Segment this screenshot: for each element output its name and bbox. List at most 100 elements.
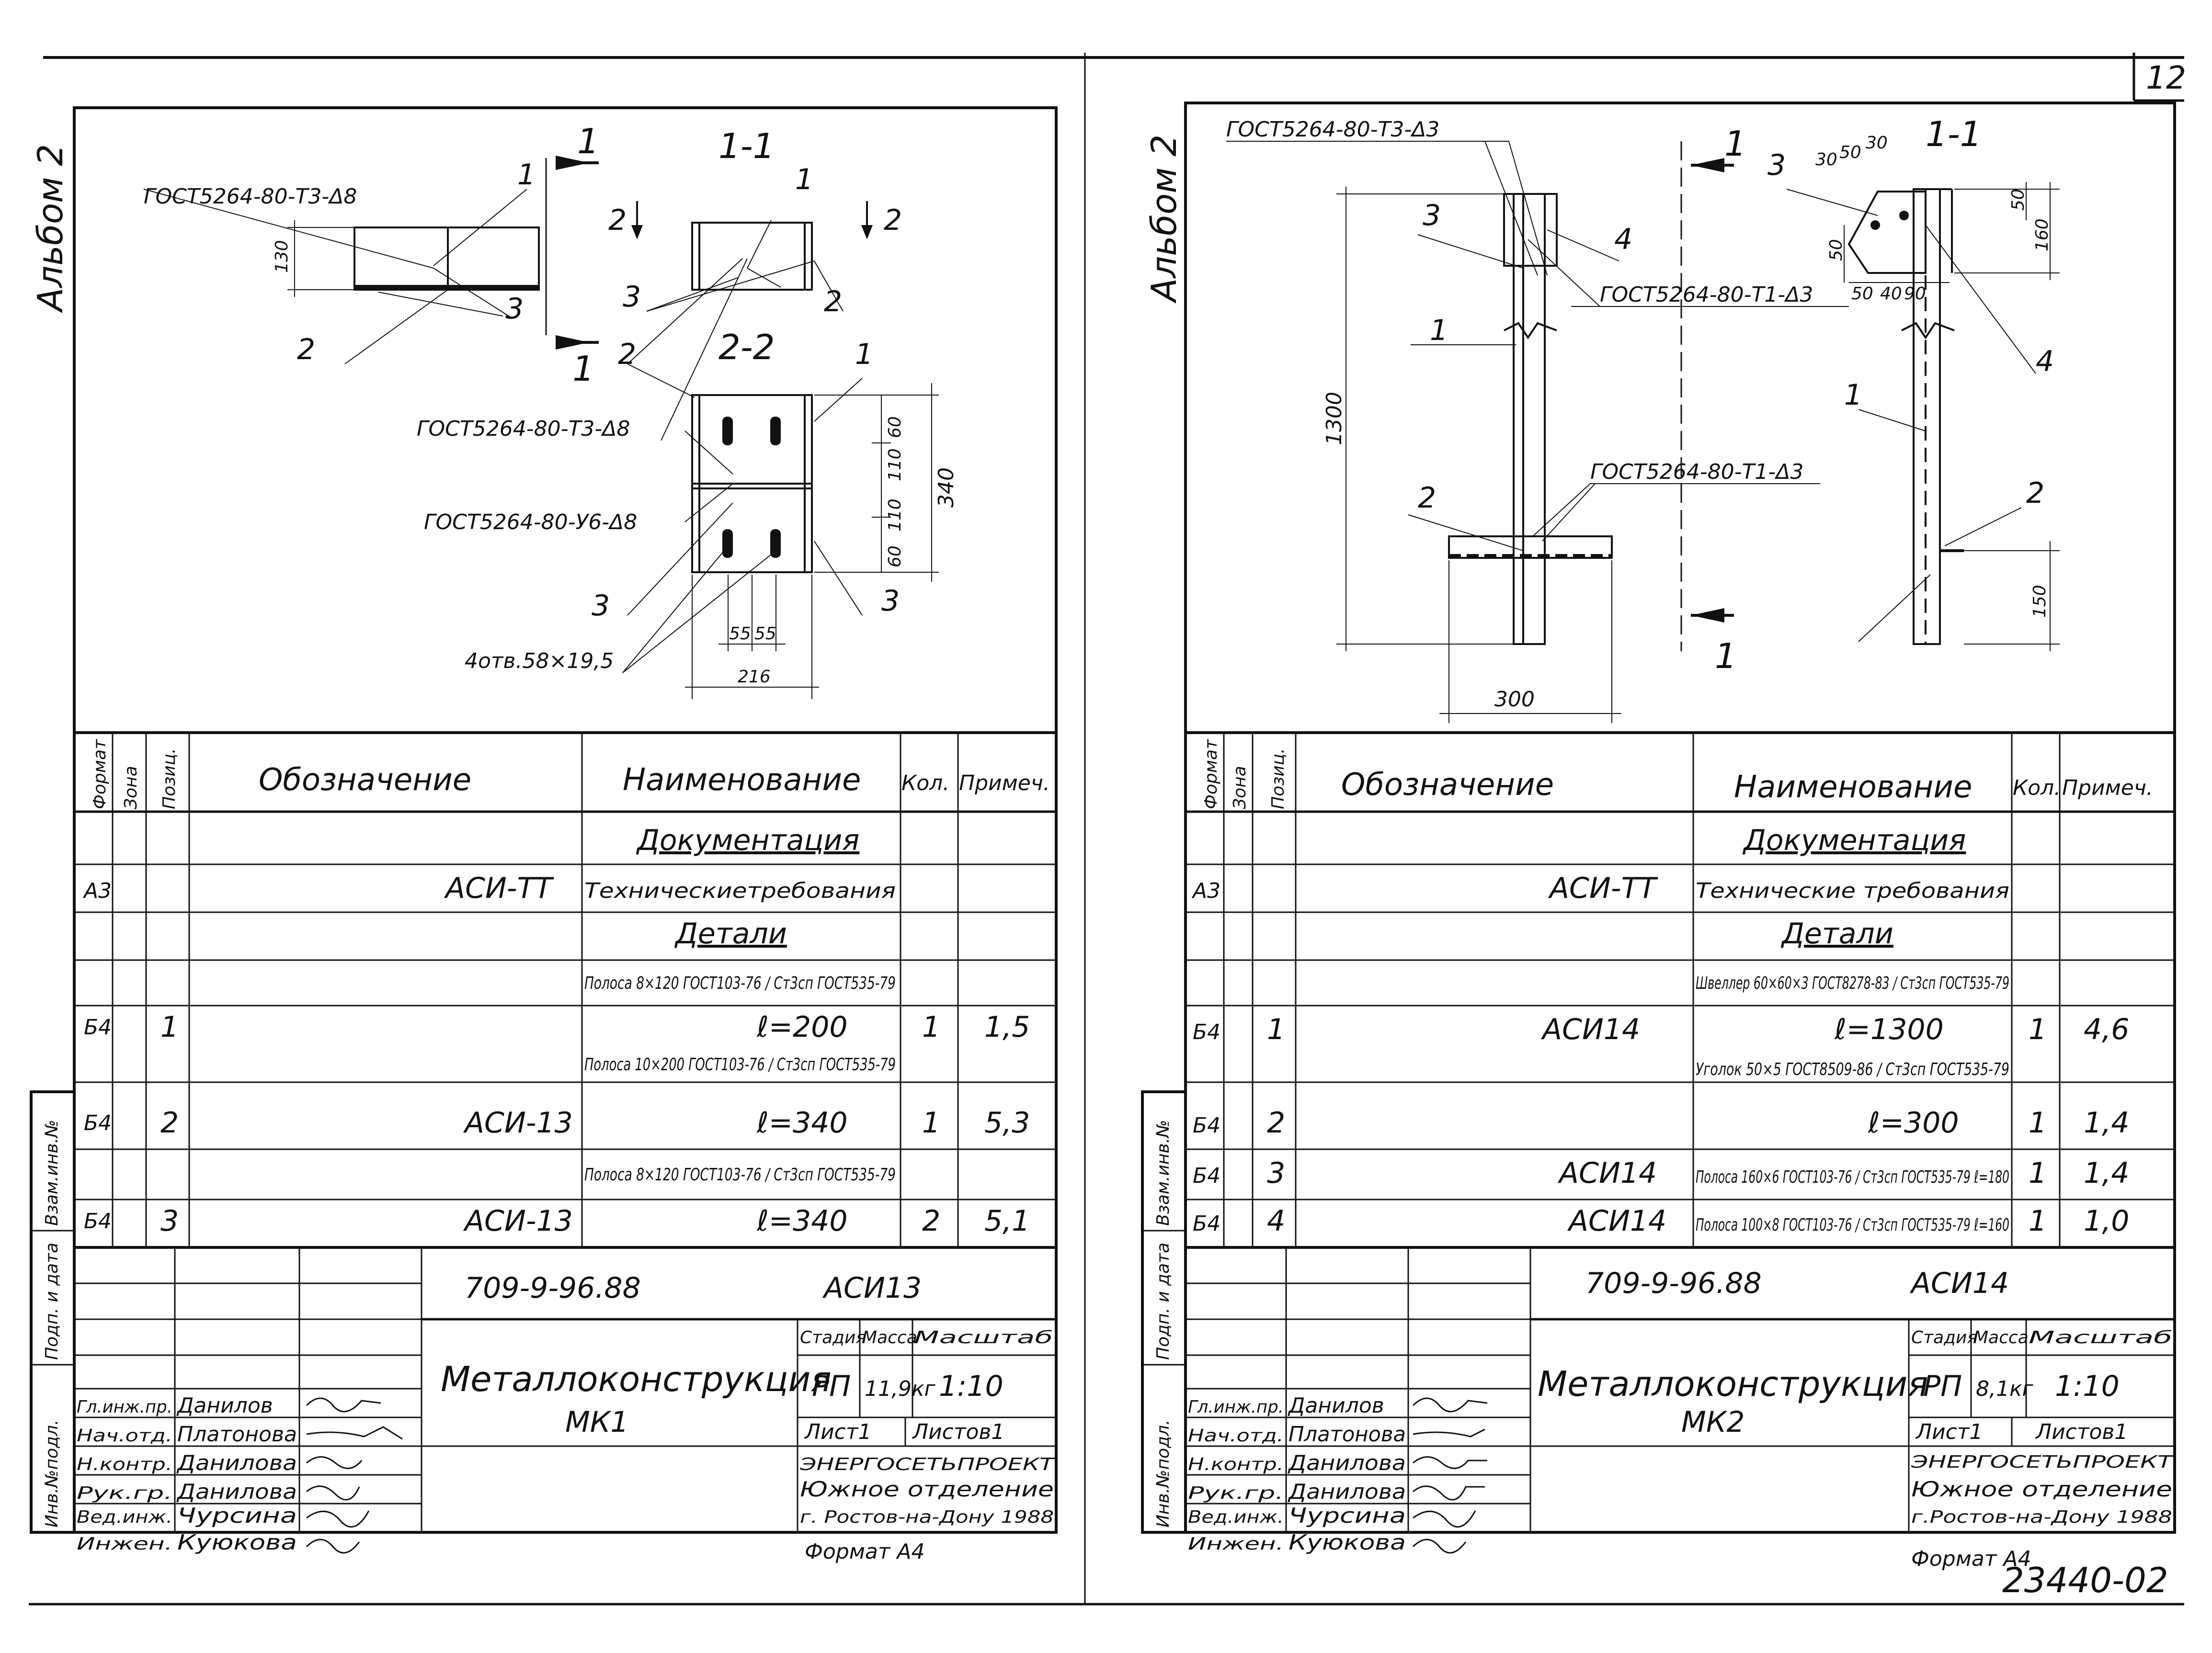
album-label: Альбом 2: [30, 144, 70, 313]
spec-fmt: А3: [1191, 879, 1220, 903]
spec-header: Позиц.: [1268, 748, 1288, 809]
stamp-person: Куюкова: [177, 1530, 297, 1555]
dim: 110: [885, 448, 905, 481]
side-label: Подп. и дата: [42, 1243, 62, 1360]
spec-des: АСИ-ТТ: [1548, 872, 1658, 905]
stamp-role: Нач.отд.: [1188, 1426, 1284, 1446]
spec-note: 5,1: [984, 1204, 1030, 1238]
stamp-mark: АСИ14: [1909, 1267, 2009, 1300]
stamp-head: Стадия: [800, 1328, 866, 1347]
callout: 3: [1423, 199, 1441, 232]
spec-name: ℓ=200: [756, 1010, 848, 1044]
spec-fmt: Б4: [1193, 1164, 1220, 1188]
spec-fmt: А3: [82, 879, 112, 903]
stamp-sheets: Листов1: [912, 1420, 1004, 1444]
dim: 340: [934, 467, 958, 508]
dim: 55: [729, 624, 751, 644]
stamp-head: Масштаб: [2029, 1328, 2172, 1347]
stamp-title: МК2: [1681, 1405, 1745, 1439]
callout: 2: [618, 338, 636, 371]
dim: 30: [1815, 150, 1837, 170]
stamp-title: МК1: [565, 1405, 629, 1439]
spec-pos: 4: [1267, 1204, 1285, 1238]
callout: 2: [2026, 476, 2044, 510]
callout: 4: [1614, 223, 1632, 256]
stamp-scale: 1:10: [2055, 1370, 2120, 1403]
arrow-label: 1: [572, 349, 594, 389]
spec-fmt: Б4: [1193, 1020, 1220, 1044]
callout: 4: [2036, 345, 2054, 378]
stamp-role: Инжен.: [1188, 1534, 1284, 1554]
arrow-label: 1: [577, 121, 599, 161]
section-label: 1-1: [718, 126, 775, 166]
callout: 1: [517, 158, 536, 192]
spec-name: Детали: [1780, 917, 1893, 951]
stamp-role: Рук.гр.: [77, 1483, 172, 1503]
spec-note: 5,3: [984, 1106, 1030, 1140]
weld-note: ГОСТ5264-80-Т1-Δ3: [1600, 283, 1813, 307]
stamp-role: Н.контр.: [77, 1455, 172, 1474]
spec-fmt: Б4: [84, 1209, 112, 1234]
spec-des: АСИ-ТТ: [444, 872, 554, 905]
dim: 40: [1880, 284, 1902, 304]
sheet-left: Альбом 2 Инв.№подл. Подп. и дата Взам.ин…: [30, 106, 1058, 1564]
spec-name: Техническиетребования: [584, 879, 896, 903]
stamp-head: Масса: [862, 1328, 917, 1347]
stamp-org: ЭНЕРГОСЕТЬПРОЕКТ: [799, 1455, 1056, 1474]
dim: 90: [1904, 284, 1926, 304]
stamp-person: Платонова: [177, 1422, 297, 1447]
callout: 2: [824, 285, 842, 318]
spec-header: Наименование: [1734, 770, 1972, 805]
spec-qty: 1: [2029, 1013, 2047, 1046]
spec-des: АСИ14: [1540, 1013, 1640, 1046]
callout: 3: [623, 280, 641, 314]
arrow-label: 1: [1715, 636, 1737, 676]
side-label: Инв.№подл.: [1153, 1420, 1173, 1528]
spec-name: ℓ=340: [756, 1204, 848, 1238]
signature-marks: [1412, 1397, 1488, 1554]
stamp-org: г.Ростов-на-Дону 1988: [1911, 1507, 2172, 1527]
arrow-label: 1: [1724, 124, 1746, 164]
spec-fmt: Б4: [1193, 1211, 1220, 1236]
weld-note: ГОСТ5264-80-Т3-Δ3: [1226, 117, 1439, 142]
stamp-person: Данилова: [1288, 1451, 1406, 1475]
callout: 1: [1844, 378, 1862, 412]
stamp-head: Масштаб: [914, 1328, 1053, 1347]
callout: 3: [1767, 148, 1786, 182]
bottom-code: 23440-02: [2002, 1560, 2168, 1600]
section-label: 1-1: [1926, 114, 1982, 154]
callout: 1: [795, 163, 813, 196]
spec-name: Детали: [674, 917, 787, 951]
stamp-person: Данилова: [1288, 1480, 1406, 1504]
dim: 30: [1866, 133, 1888, 153]
dim: 50: [2008, 189, 2028, 211]
side-label: Взам.инв.№: [42, 1120, 62, 1226]
weld-note: ГОСТ5264-80-Т3-Δ8: [417, 417, 630, 441]
spec-header: Наименование: [623, 762, 861, 798]
spec-name: Уголок 50×5 ГОСТ8509-86 / Ст3сп ГОСТ535-…: [1696, 1060, 2009, 1079]
spec-header: Кол.: [901, 771, 949, 795]
dim: 150: [2030, 585, 2050, 618]
spec-pos: 1: [1267, 1013, 1285, 1046]
signature-marks: [306, 1397, 403, 1554]
spec-header: Примеч.: [959, 771, 1050, 795]
stamp-person: Куюкова: [1288, 1530, 1406, 1555]
spec-des: АСИ14: [1567, 1204, 1666, 1238]
spec-qty: 1: [922, 1010, 940, 1044]
spec-qty: 1: [2029, 1106, 2047, 1140]
spec-fmt: Б4: [84, 1111, 112, 1135]
spec-pos: 3: [160, 1204, 179, 1238]
spec-note: 1,4: [2084, 1156, 2129, 1190]
spec-header: Зона: [1230, 766, 1250, 809]
stamp-role: Гл.инж.пр.: [77, 1397, 172, 1417]
stamp-sheets: Листов1: [2035, 1420, 2128, 1444]
stamp-role: Вед.инж.: [1188, 1507, 1284, 1527]
callout: 3: [592, 589, 610, 623]
stamp-head: Стадия: [1911, 1328, 1977, 1347]
spec-header: Обозначение: [1341, 767, 1554, 803]
spec-note: 1,5: [984, 1010, 1030, 1044]
callout: 3: [505, 292, 524, 326]
stamp-title: Металлоконструкция: [441, 1359, 832, 1399]
stamp-org: г. Ростов-на-Дону 1988: [800, 1507, 1054, 1527]
